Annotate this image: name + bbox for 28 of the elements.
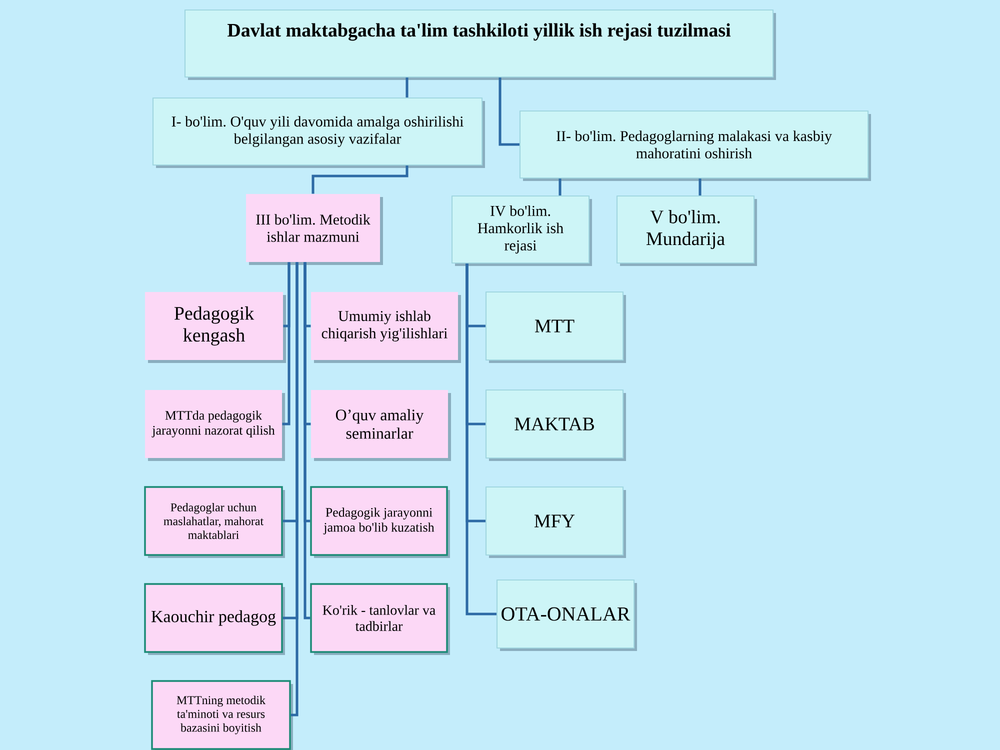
section-box: IV bo'lim. Hamkorlik ish rejasi	[451, 195, 592, 266]
connector-line	[406, 78, 408, 98]
connector-line	[698, 178, 702, 196]
activity-box: O’quv amaliy seminarlar	[311, 390, 451, 461]
title-box: Davlat maktabgacha ta'lim tashkiloti yillik ish rejasi tuzilmasi	[184, 9, 776, 80]
partner-box: MTT	[485, 291, 626, 363]
partner-box: OTA-ONALAR	[496, 579, 637, 651]
section-box: III bo'lim. Metodik ishlar mazmuni	[246, 194, 383, 265]
connector-line	[466, 264, 496, 616]
activity-box: Umumiy ishlab chiqarish yig'ilishlari	[311, 292, 461, 363]
activity-box: MTTda pedagogik jarayonni nazorat qilish	[145, 390, 285, 461]
section-box: I- bo'lim. O'quv yili davomida amalga oshirilishi belgilangan asosiy vazifalar	[152, 97, 485, 168]
activity-box: MTTning metodik ta'minoti va resurs bazasini boyitish	[151, 680, 293, 750]
partner-box: MFY	[485, 486, 626, 558]
connector-line	[282, 262, 290, 426]
connector-line	[304, 262, 310, 620]
connector-line	[312, 166, 408, 194]
connector-line	[558, 178, 562, 196]
activity-box: Pedagogik jarayonni jamoa bo'lib kuzatish	[310, 486, 450, 558]
section-box: II- bo'lim. Pedagoglarning malakasi va kasbiy mahoratini oshirish	[519, 110, 871, 181]
activity-box: Kaouchir pedagog	[144, 583, 285, 655]
activity-box: Pedagogik kengash	[145, 292, 286, 363]
connector-line	[290, 262, 298, 716]
connector-line	[498, 78, 520, 146]
section-box: V bo'lim. Mundarija	[616, 195, 757, 266]
partner-box: MAKTAB	[485, 389, 626, 461]
activity-box: Ko'rik - tanlovlar va tadbirlar	[310, 583, 450, 655]
activity-box: Pedagoglar uchun maslahatlar, mahorat maktablari	[144, 486, 285, 558]
